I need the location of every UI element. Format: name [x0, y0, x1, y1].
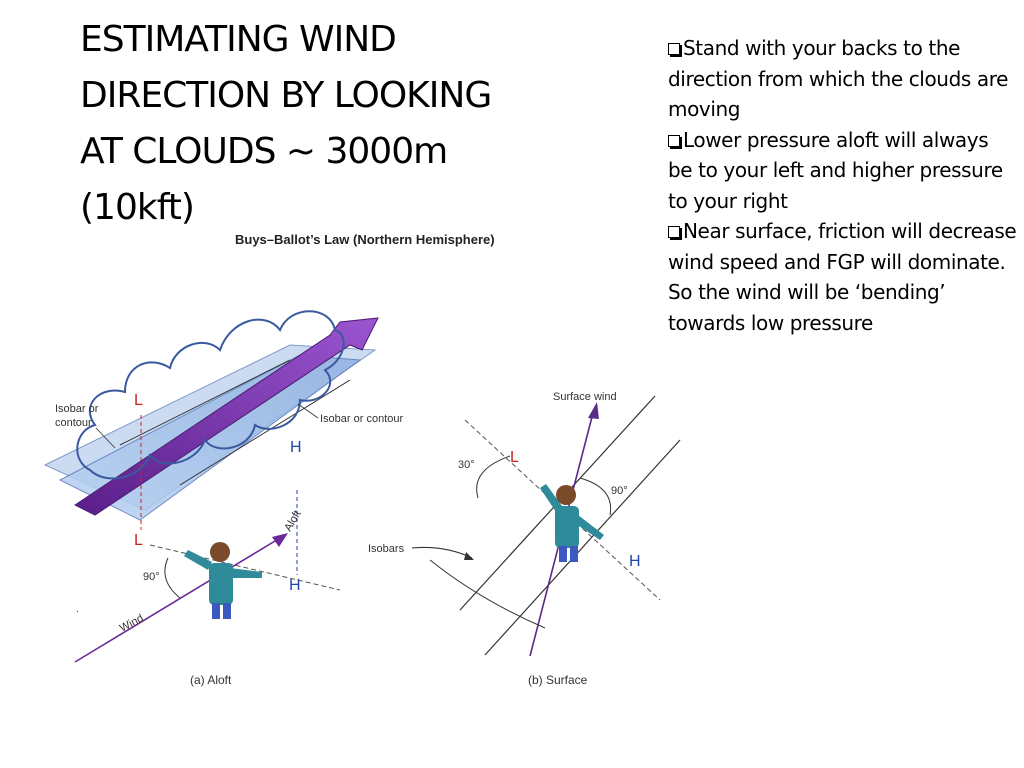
aloft-caption: (a) Aloft: [190, 673, 232, 687]
low-upper-label: L: [134, 392, 143, 409]
checkbox-bullet-icon: [668, 226, 680, 238]
surface-caption: (b) Surface: [528, 673, 588, 687]
isobars-pointer-head: [464, 552, 474, 560]
angle-arc-left: [476, 455, 511, 499]
title-line-2: DIRECTION BY LOOKING: [80, 75, 492, 116]
isobar-left-leader: [95, 427, 116, 449]
isobars-label: Isobars: [368, 543, 405, 555]
title-line-3: AT CLOUDS ~ 3000m: [80, 131, 448, 172]
aloft-label: Aloft: [282, 508, 303, 533]
isobars-pointer-2: [429, 559, 546, 629]
isobar-right-label: Isobar or contour: [320, 413, 403, 425]
bullet-item: Near surface, friction will decrease win…: [668, 216, 1018, 338]
upper-wind-arrow: [74, 317, 379, 516]
high-surface-label: H: [629, 553, 641, 570]
isobar-left-label-2: contour: [55, 417, 92, 429]
slide-title: ESTIMATING WIND DIRECTION BY LOOKING AT …: [80, 12, 550, 236]
bullet-text-3: Near surface, friction will decrease win…: [668, 219, 1017, 335]
low-lower-label: L: [134, 532, 143, 549]
bullet-text-1: Stand with your backs to the direction f…: [668, 36, 1008, 121]
cloud-outline: [76, 310, 345, 480]
angle-arc: [164, 557, 181, 599]
bullet-list: Stand with your backs to the direction f…: [668, 33, 1018, 338]
surface-wind-arrowhead: [588, 402, 599, 419]
checkbox-bullet-icon: [668, 43, 680, 55]
high-lower-label: H: [289, 577, 301, 594]
surface-panel: Surface wind 30° 90° L H Isobars (b) Sur…: [368, 391, 681, 687]
angle-left-label: 30°: [458, 459, 475, 471]
wind-arrowhead: [272, 533, 288, 547]
low-surface-label: L: [510, 449, 519, 466]
checkbox-bullet-icon: [668, 134, 680, 147]
angle-label: 90°: [143, 571, 160, 583]
aloft-panel: Isobar or contour Isobar or contour L H …: [43, 310, 403, 687]
bullet-text-2: Lower pressure aloft will always be to y…: [668, 127, 1003, 213]
person-surface-figure: [540, 484, 604, 562]
wind-line: [74, 537, 281, 663]
angle-right-label: 90°: [611, 485, 628, 497]
title-line-4: (10kft): [80, 187, 195, 228]
isobar-line: [484, 439, 681, 656]
surface-wind-label: Surface wind: [553, 391, 617, 403]
dot-mark: .: [76, 604, 79, 615]
isobar-line: [179, 379, 351, 486]
bullet-item: Stand with your backs to the direction f…: [668, 33, 1018, 125]
title-line-1: ESTIMATING WIND: [80, 19, 397, 60]
person-aloft-figure: [184, 542, 262, 619]
figure-heading: Buys–Ballot’s Law (Northern Hemisphere): [235, 232, 495, 247]
pressure-gradient-line: [149, 544, 341, 591]
isobars-pointer: [411, 547, 473, 559]
isobar-right-leader: [297, 403, 319, 419]
angle-arc-right: [579, 477, 612, 516]
isobar-line: [119, 359, 291, 446]
high-upper-label: H: [290, 439, 302, 456]
wind-label: Wind: [118, 612, 146, 634]
bullet-item: Lower pressure aloft will always be to y…: [668, 125, 1018, 217]
isobar-left-label-1: Isobar or: [55, 403, 99, 415]
